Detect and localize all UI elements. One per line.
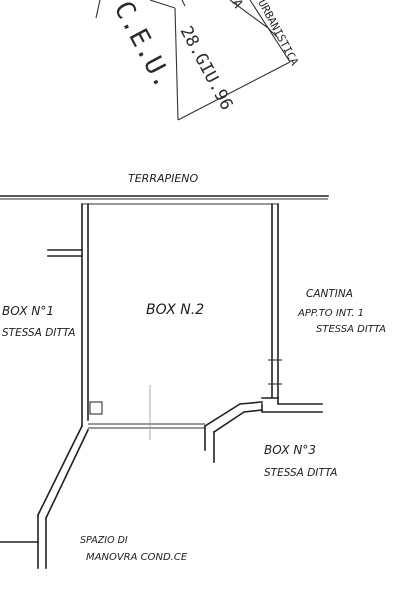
stamp-inner-border bbox=[181, 0, 279, 39]
label-terrapieno: TERRAPIENO bbox=[128, 172, 199, 185]
stamp-partial-text-2: URBANISTICA bbox=[255, 0, 301, 68]
box1-wall-stub bbox=[47, 249, 83, 257]
label-box3-line2: STESSA DITTA bbox=[264, 467, 337, 479]
label-spazio-line1: SPAZIO DI bbox=[80, 535, 128, 546]
label-cantina-line1: CANTINA bbox=[306, 288, 353, 300]
label-cantina-line3: STESSA DITTA bbox=[316, 324, 386, 335]
stamp-authority: C.E.U. bbox=[108, 0, 179, 93]
label-box2: BOX N.2 bbox=[146, 302, 204, 318]
box2-walls bbox=[81, 203, 279, 440]
stamp-partial-text: A bbox=[228, 0, 245, 11]
label-cantina-line2: APP.TO INT. 1 bbox=[297, 308, 364, 319]
label-box1-line2: STESSA DITTA bbox=[2, 327, 75, 339]
stamp-border bbox=[95, 0, 291, 121]
label-box1-line1: BOX N°1 bbox=[2, 304, 54, 318]
stamp: C.E.U. 28.GIU.96 A URBANISTICA bbox=[95, 0, 301, 121]
maneuver-diagonal-wall bbox=[0, 424, 90, 569]
box3-walls bbox=[203, 359, 323, 463]
stamp-date: 28.GIU.96 bbox=[176, 23, 237, 114]
label-box3-line1: BOX N°3 bbox=[264, 443, 316, 457]
label-spazio-line2: MANOVRA COND.CE bbox=[86, 552, 188, 563]
